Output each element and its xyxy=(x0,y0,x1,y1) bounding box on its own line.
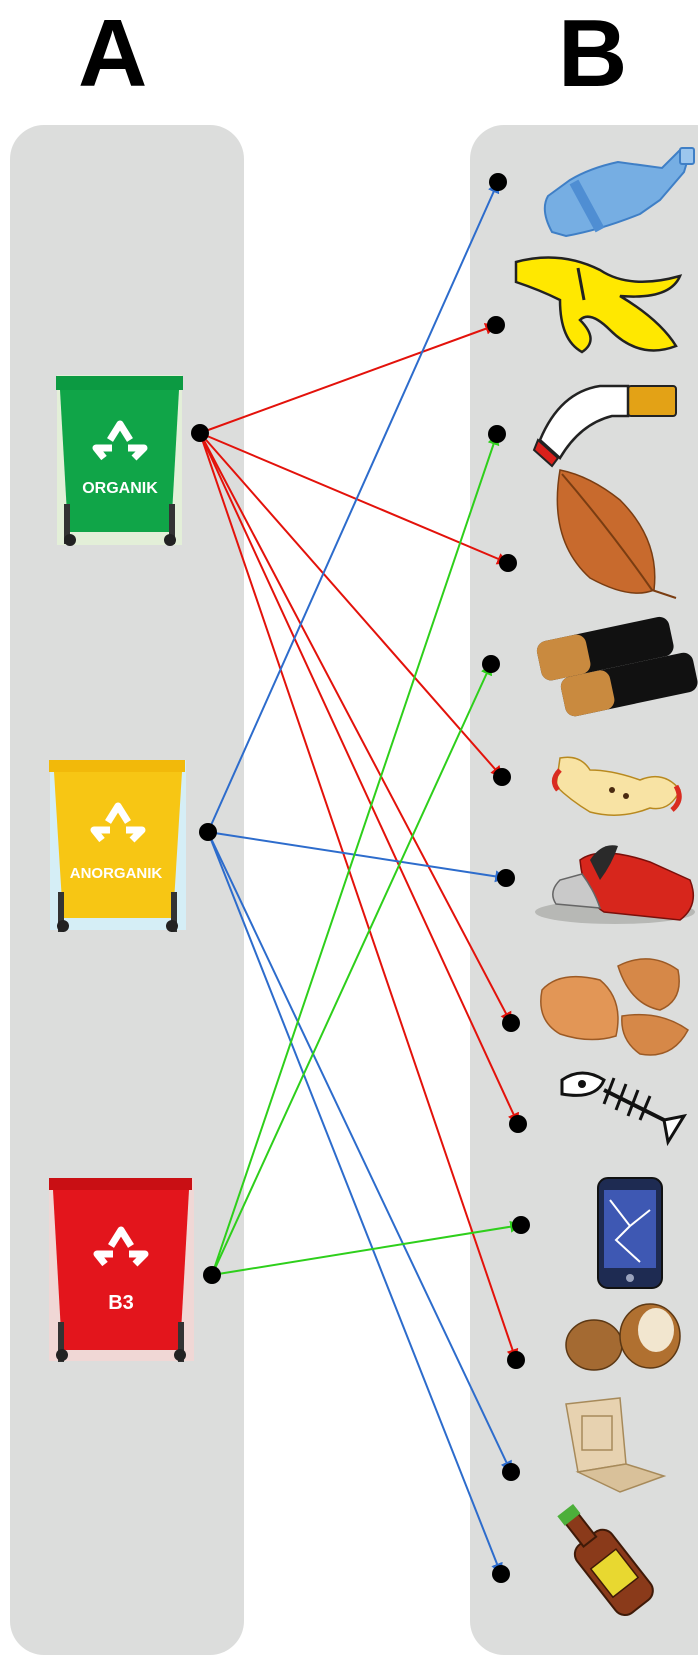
anchor-dot-b3[interactable] xyxy=(203,1266,221,1284)
connection-organik-dry-leaf xyxy=(199,432,510,565)
coconut-shell-icon xyxy=(565,1303,681,1371)
anchor-dot-cigarette-butt[interactable] xyxy=(488,425,506,443)
crushed-can-icon xyxy=(535,845,695,924)
connection-b3-broken-phone xyxy=(211,1220,523,1276)
dots-layer xyxy=(191,173,530,1583)
connection-anorganik-plastic-bottle xyxy=(207,180,500,833)
dry-leaf-icon xyxy=(556,469,677,599)
plastic-bottle-icon xyxy=(543,147,695,238)
broken-phone-icon xyxy=(597,1177,663,1289)
anchor-dot-food-container[interactable] xyxy=(502,1463,520,1481)
connection-organik-banana-peel xyxy=(199,323,498,434)
connection-organik-eggshells xyxy=(199,432,512,1025)
connection-organik-coconut-shell xyxy=(199,432,519,1362)
anchor-dot-eggshells[interactable] xyxy=(502,1014,520,1032)
connection-b3-cigarette-butt xyxy=(211,432,500,1276)
anchor-dot-apple-core[interactable] xyxy=(493,768,511,786)
recycle-icon xyxy=(93,1226,149,1267)
food-container-icon xyxy=(565,1397,667,1493)
cigarette-butt-icon xyxy=(532,384,677,468)
bin-label-b3: B3 xyxy=(108,1292,134,1314)
anchor-dot-coconut-shell[interactable] xyxy=(507,1351,525,1369)
bin-b3: B3 xyxy=(49,1178,194,1362)
anchor-dot-anorganik[interactable] xyxy=(199,823,217,841)
anchor-dot-plastic-bottle[interactable] xyxy=(489,173,507,191)
fish-bone-icon xyxy=(560,1071,688,1147)
anchor-dot-batteries[interactable] xyxy=(482,655,500,673)
recycle-icon xyxy=(90,802,146,843)
glass-bottle-icon xyxy=(557,1503,654,1616)
bin-anorganik: ANORGANIK xyxy=(49,760,186,932)
bin-label-anorganik: ANORGANIK xyxy=(70,865,163,882)
anchor-dot-fish-bone[interactable] xyxy=(509,1115,527,1133)
connection-anorganik-crushed-can xyxy=(207,831,508,883)
apple-core-icon xyxy=(552,756,682,816)
connections-layer xyxy=(199,180,523,1576)
connection-organik-apple-core xyxy=(199,432,503,778)
column-a-heading: A xyxy=(78,0,148,107)
banana-peel-icon xyxy=(514,256,683,354)
batteries-icon xyxy=(536,616,698,717)
eggshells-icon xyxy=(540,958,689,1056)
connection-anorganik-food-container xyxy=(207,831,512,1474)
bin-organik: ORGANIK xyxy=(56,375,183,546)
recycle-icon xyxy=(92,420,148,461)
anchor-dot-broken-phone[interactable] xyxy=(512,1216,530,1234)
anchor-dot-crushed-can[interactable] xyxy=(497,869,515,887)
column-b-heading: B xyxy=(558,0,628,107)
anchor-dot-dry-leaf[interactable] xyxy=(499,554,517,572)
connection-anorganik-glass-bottle xyxy=(207,831,503,1576)
bin-label-organik: ORGANIK xyxy=(82,480,158,497)
connection-b3-batteries xyxy=(211,662,492,1276)
connection-organik-fish-bone xyxy=(199,432,519,1126)
anchor-dot-organik[interactable] xyxy=(191,424,209,442)
anchor-dot-banana-peel[interactable] xyxy=(487,316,505,334)
anchor-dot-glass-bottle[interactable] xyxy=(492,1565,510,1583)
